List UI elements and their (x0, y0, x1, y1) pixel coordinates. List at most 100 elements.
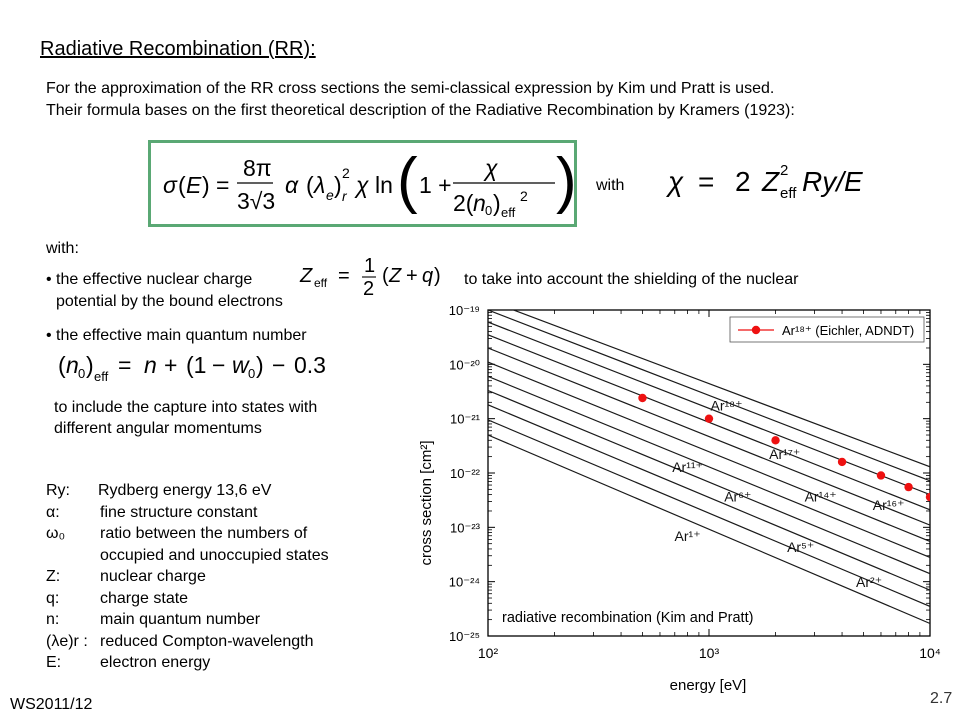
slide-title: Radiative Recombination (RR): (40, 38, 316, 60)
y-tick-label: 10⁻²¹ (450, 412, 481, 427)
svg-text:Ry/E: Ry/E (802, 166, 863, 197)
data-point (925, 492, 930, 502)
svg-text:2: 2 (735, 166, 751, 197)
svg-text:): ) (493, 190, 501, 216)
svg-text:2: 2 (780, 162, 788, 179)
series-line (511, 310, 930, 468)
svg-text:=: = (698, 166, 714, 197)
svg-text:8π: 8π (243, 155, 272, 181)
y-tick-label: 10⁻²⁰ (449, 357, 480, 372)
definition-row: n:main quantum number (46, 611, 261, 628)
y-tick-label: 10⁻²² (450, 466, 481, 481)
svg-text:χ: χ (483, 155, 498, 181)
bullet-effective-charge-line2: potential by the bound electrons (56, 293, 283, 310)
include-note: to include the capture into states with … (54, 397, 317, 439)
svg-text:Z: Z (388, 265, 402, 287)
svg-text:n: n (473, 190, 486, 216)
svg-text:) =: ) = (202, 172, 229, 198)
y-tick-label: 10⁻²⁵ (449, 629, 480, 644)
svg-text:n: n (66, 352, 79, 378)
curve-label: Ar²⁺ (856, 574, 882, 590)
svg-text:Z: Z (299, 265, 313, 287)
with-label: with (596, 177, 625, 194)
svg-text:e: e (326, 187, 334, 203)
intro-line-2: Their formula bases on the first theoret… (46, 102, 795, 119)
bullet-effective-charge-suffix: to take into account the shielding of th… (464, 271, 799, 288)
svg-text:1: 1 (364, 255, 375, 277)
x-tick-label: 10⁴ (919, 645, 941, 661)
svg-text:Z: Z (761, 166, 780, 197)
svg-text:=: = (118, 352, 131, 378)
x-tick-label: 10² (478, 645, 499, 661)
data-point (638, 393, 647, 403)
series-line (488, 361, 930, 542)
svg-text:−: − (272, 352, 285, 378)
svg-text:+: + (164, 352, 177, 378)
definition-row: Z:nuclear charge (46, 568, 206, 585)
svg-text:): ) (556, 146, 574, 215)
svg-text:χ: χ (665, 166, 684, 197)
svg-text:2(: 2( (453, 190, 474, 216)
chart-y-axis-label: cross section [cm²] (418, 440, 435, 565)
series-line (488, 347, 930, 526)
bullet-effective-quantum-number: • the effective main quantum number (46, 327, 307, 344)
x-tick-label: 10³ (699, 645, 720, 661)
svg-text:(: ( (178, 172, 186, 198)
legend-label: Ar¹⁸⁺ (Eichler, ADNDT) (782, 323, 914, 338)
svg-text:(: ( (306, 172, 314, 198)
curve-label: Ar¹⁷⁺ (769, 446, 800, 462)
series-line (488, 310, 930, 482)
svg-text:0: 0 (78, 366, 85, 381)
series-line (488, 375, 930, 558)
svg-text:2: 2 (342, 165, 350, 181)
y-tick-label: 10⁻¹⁹ (449, 303, 480, 318)
svg-text:q: q (422, 265, 433, 287)
y-tick-label: 10⁻²³ (450, 520, 481, 535)
svg-text:r: r (342, 188, 348, 204)
svg-text:(: ( (397, 146, 418, 215)
svg-text:(: ( (58, 352, 66, 378)
curve-label: Ar⁶⁺ (724, 488, 751, 504)
svg-text:(: ( (382, 265, 389, 287)
legend-marker (751, 325, 761, 335)
include-line-1: to include the capture into states with (54, 399, 318, 416)
svg-text:n: n (144, 352, 157, 378)
svg-text:=: = (338, 265, 350, 287)
curve-label: Ar¹¹⁺ (672, 459, 703, 475)
chart-x-axis-label: energy [eV] (670, 677, 747, 694)
series-line (488, 434, 930, 625)
y-tick-label: 10⁻²⁴ (449, 575, 480, 590)
definition-row: Ry:Rydberg energy 13,6 eV (46, 482, 272, 499)
curve-label: Ar¹⁴⁺ (805, 488, 837, 504)
svg-text:eff: eff (501, 205, 516, 220)
svg-text:0.3: 0.3 (294, 352, 326, 378)
page-number: 2.7 (930, 690, 953, 707)
data-point (876, 471, 886, 480)
footer-semester: WS2011/12 (10, 696, 93, 713)
symbol-definitions: Ry:Rydberg energy 13,6 eV α:fine structu… (46, 480, 329, 674)
svg-text:3√3: 3√3 (237, 188, 275, 214)
chi-formula: χ = 2 Z eff 2 Ry/E (665, 162, 863, 202)
curve-label: Ar¹⁺ (675, 528, 701, 544)
svg-text:): ) (334, 172, 342, 198)
series-line (488, 321, 930, 496)
svg-text:1 +: 1 + (419, 172, 452, 198)
sigma-formula: σ ( E ) = 8π 3√3 α ( λ e ) 2 r χ ln ( 1 … (163, 146, 577, 220)
definition-row: (λe)r :reduced Compton-wavelength (46, 632, 314, 650)
curve-label: Ar¹⁸⁺ (711, 398, 743, 414)
definition-row: α:fine structure constant (46, 503, 258, 521)
svg-text:eff: eff (314, 276, 328, 290)
svg-text:eff: eff (780, 185, 797, 202)
svg-text:0: 0 (248, 366, 255, 381)
svg-text:χ: χ (354, 172, 369, 198)
svg-text:eff: eff (94, 369, 109, 384)
svg-text:2: 2 (363, 278, 374, 300)
svg-text:λ: λ (312, 172, 325, 198)
series-line (488, 389, 930, 575)
definition-row: E:electron energy (46, 654, 211, 671)
zeff-formula: Z eff = 1 2 ( Z + q ) (299, 255, 441, 300)
series-line (488, 404, 930, 591)
